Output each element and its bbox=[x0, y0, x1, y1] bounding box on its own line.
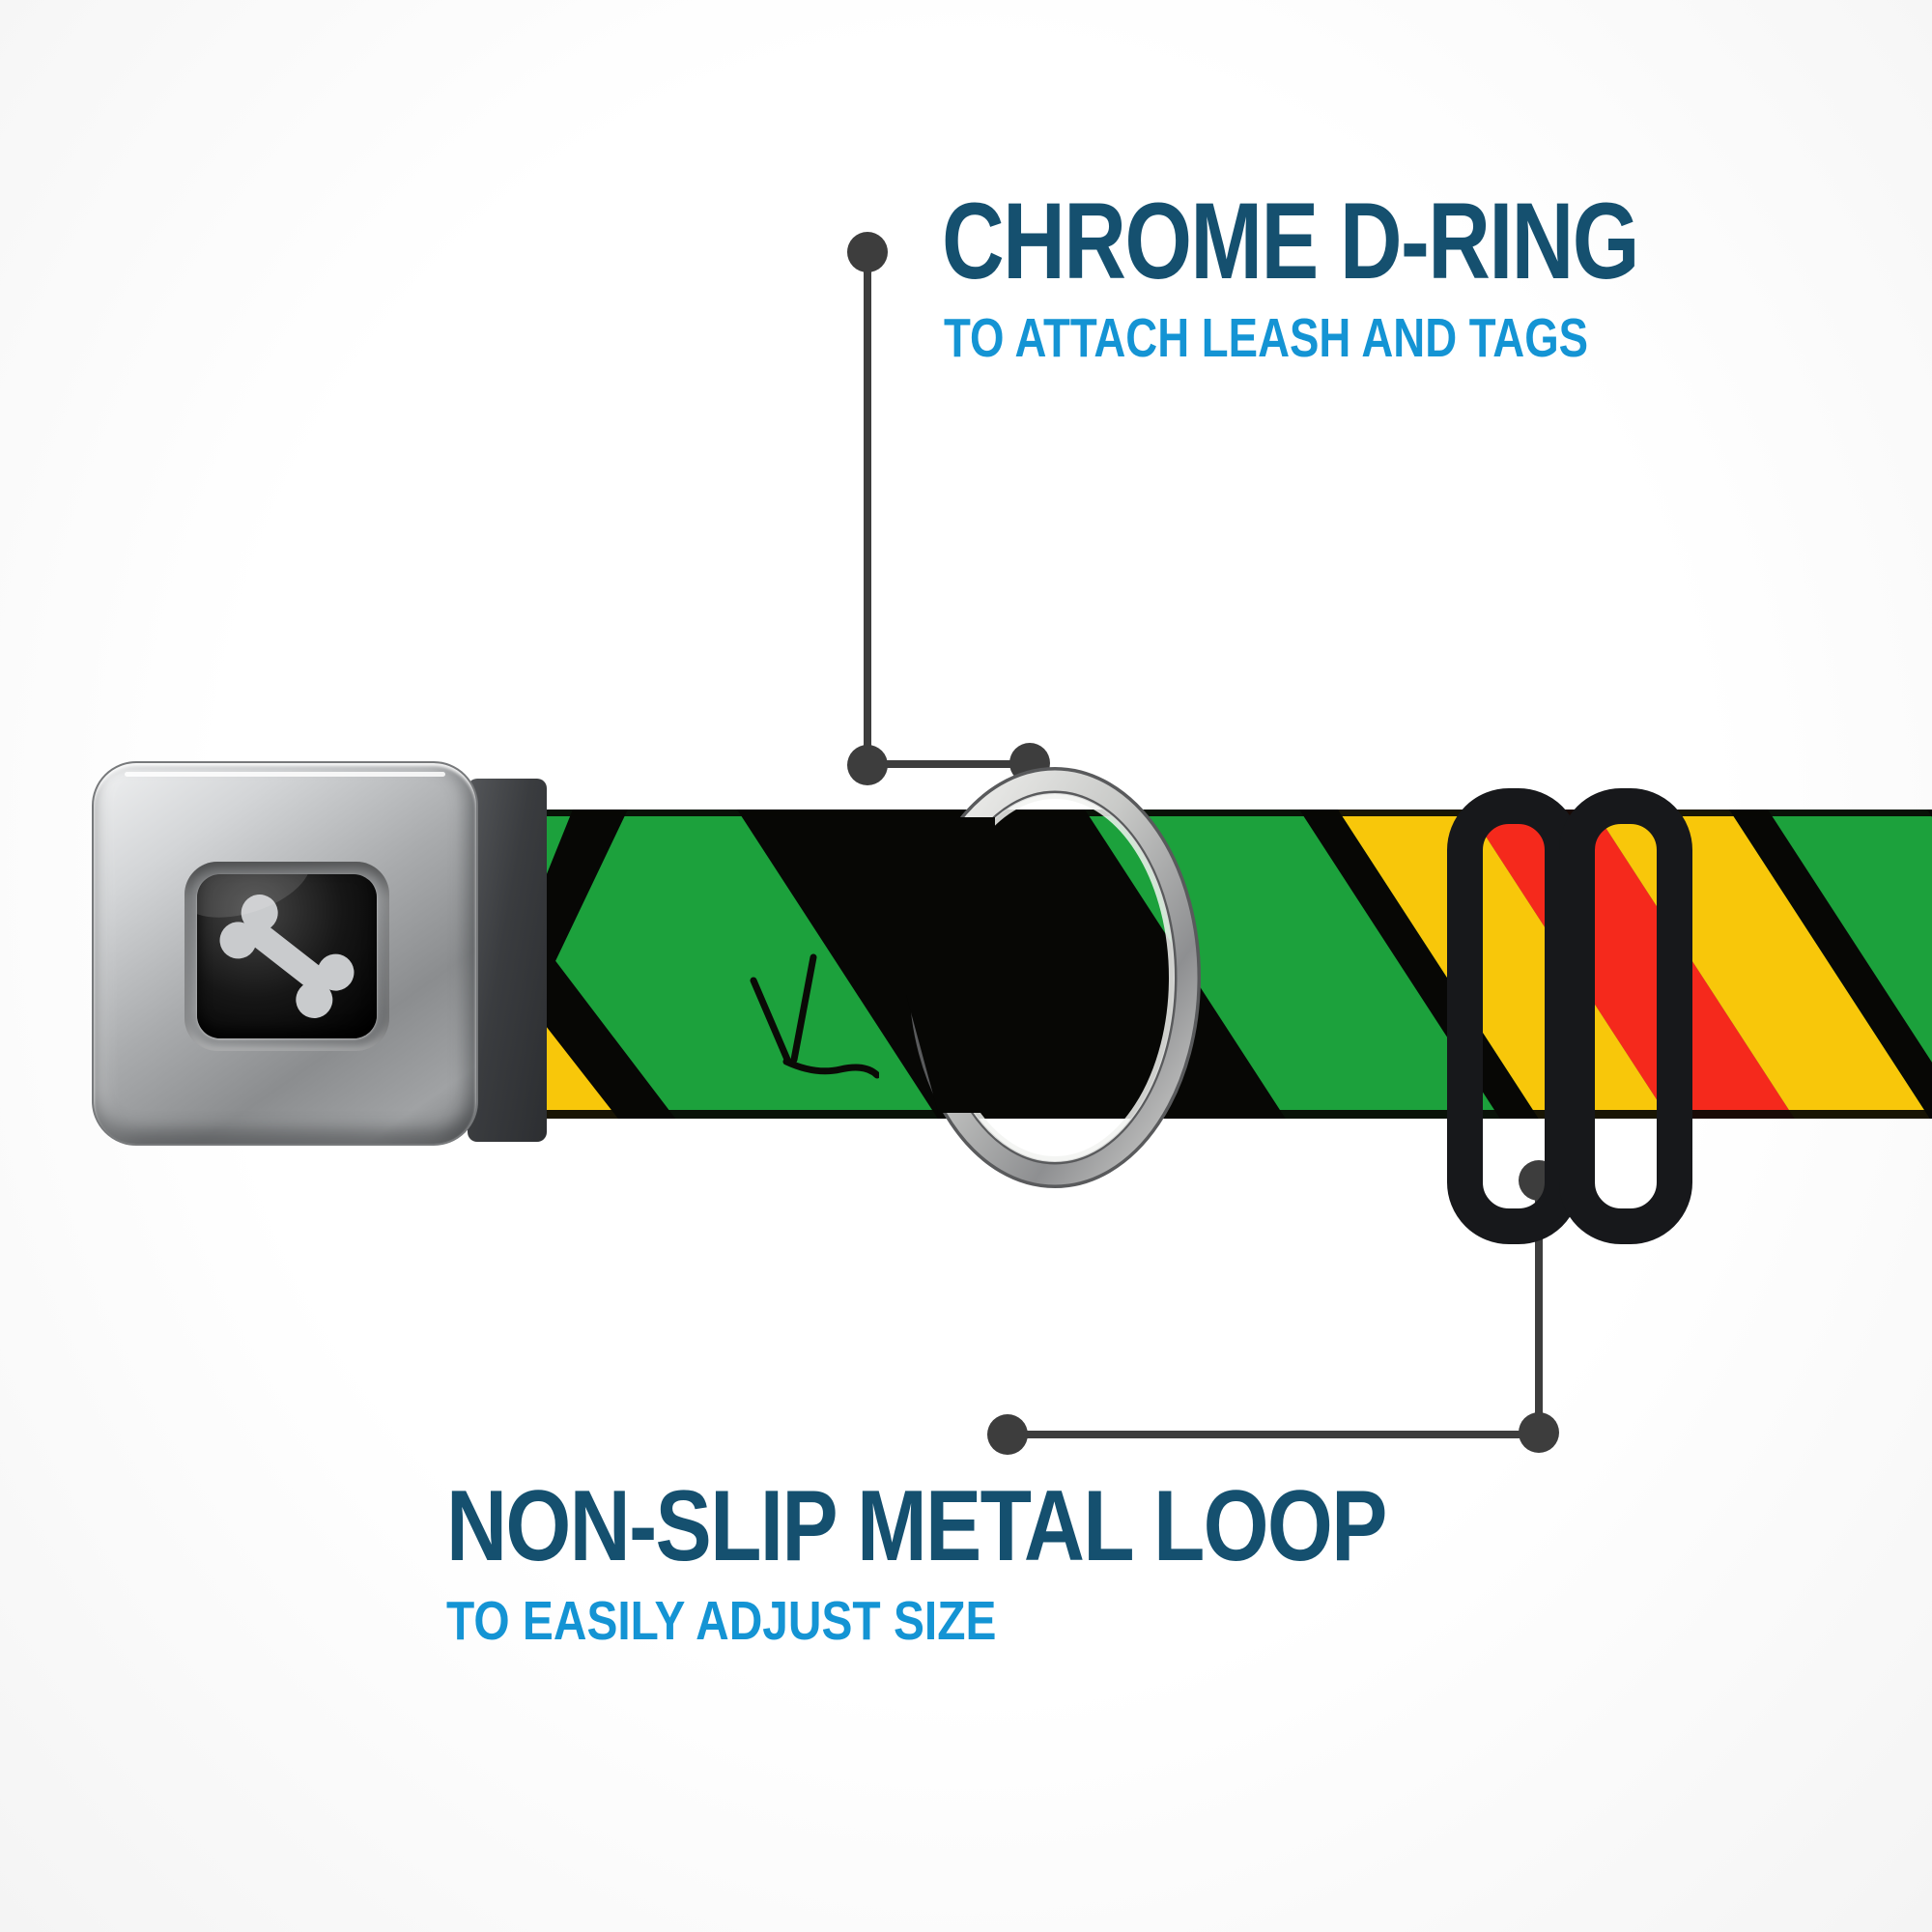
callout-line bbox=[1535, 1180, 1543, 1432]
buckle-clamp bbox=[468, 779, 547, 1142]
bone-icon bbox=[212, 887, 362, 1026]
flag-sketch-icon bbox=[750, 953, 879, 1079]
buckle-recess bbox=[185, 862, 389, 1051]
callout-title-d-ring: CHROME D-RING bbox=[942, 181, 1639, 301]
callout-line bbox=[867, 760, 1030, 768]
callout-subtitle-metal-loop: TO EASILY ADJUST SIZE bbox=[446, 1590, 997, 1652]
metal-slider-loop-right bbox=[1559, 788, 1692, 1244]
seatbelt-buckle bbox=[92, 761, 478, 1146]
collar-strap bbox=[522, 810, 1932, 1119]
callout-subtitle-d-ring: TO ATTACH LEASH AND TAGS bbox=[944, 307, 1589, 369]
callout-dot bbox=[987, 1414, 1028, 1455]
callout-line bbox=[864, 253, 871, 765]
callout-line bbox=[1008, 1431, 1539, 1438]
callout-title-metal-loop: NON-SLIP METAL LOOP bbox=[446, 1470, 1387, 1582]
buckle-window bbox=[197, 874, 377, 1038]
